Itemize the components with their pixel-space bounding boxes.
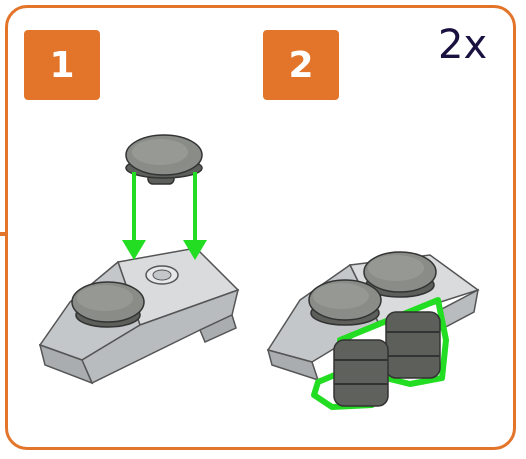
quantity-multiplier: 2x bbox=[438, 22, 488, 68]
slope-brick-base-1 bbox=[38, 247, 240, 385]
round-tile-back-2 bbox=[363, 251, 437, 298]
step-number-1: 1 bbox=[49, 44, 75, 86]
step-number-badge-1: 1 bbox=[24, 30, 100, 100]
step-number-2: 2 bbox=[288, 44, 314, 86]
panel-connector bbox=[0, 232, 8, 236]
round-tile-placed-1 bbox=[71, 281, 145, 328]
round-tile-front-2 bbox=[308, 279, 382, 326]
step-number-badge-2: 2 bbox=[263, 30, 339, 100]
round-tile-falling bbox=[125, 134, 203, 185]
placement-arrows bbox=[122, 172, 207, 260]
barrels-highlighted bbox=[311, 297, 449, 410]
